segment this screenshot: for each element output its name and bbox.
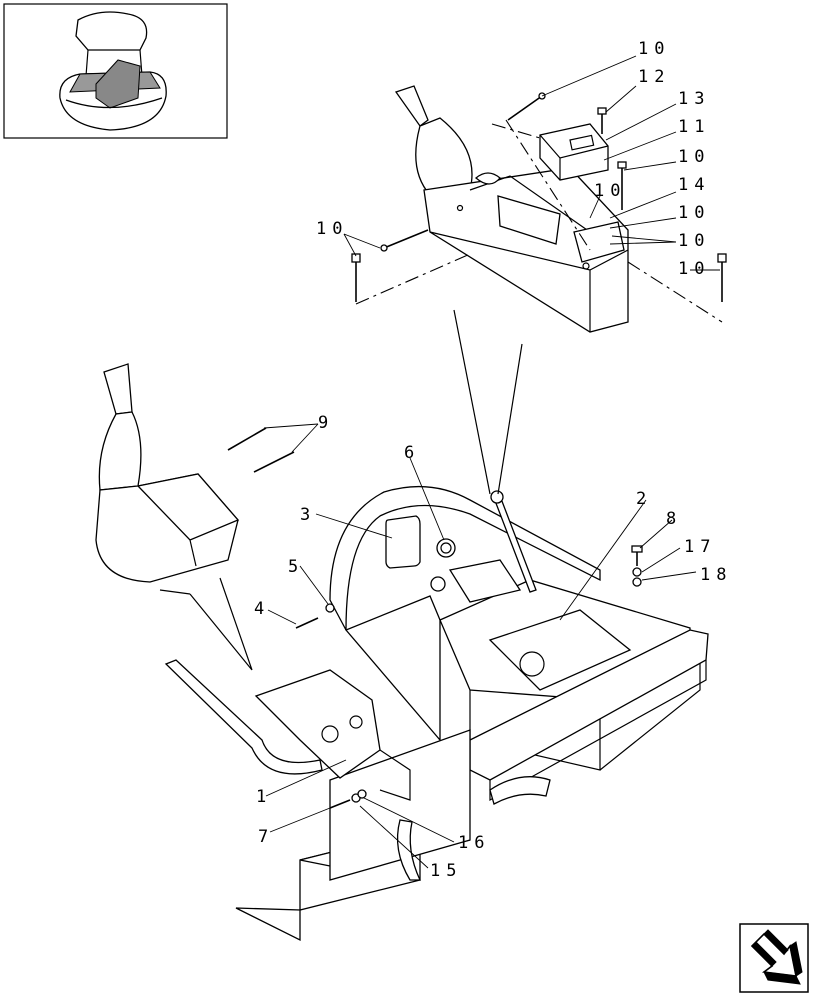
next-page-arrow-icon[interactable]: [739, 923, 809, 993]
callout-11: 10: [594, 181, 626, 201]
callout-13: 10: [678, 203, 710, 223]
callout-21: 18: [700, 565, 732, 585]
bolt-10-left-lower: [351, 253, 361, 302]
bolt-15: [597, 107, 607, 134]
callout-5: 5: [288, 557, 304, 577]
washer-5: [325, 603, 335, 613]
callout-10-right-upper: 10: [678, 147, 710, 167]
bolt-9-upper: [227, 427, 267, 451]
callout-7: 7: [258, 827, 274, 847]
main-frame-assembly: [159, 309, 709, 942]
bolt-10-right-upper: [617, 161, 627, 210]
bolt-4: [295, 617, 319, 629]
bolt-10-left-upper: [380, 229, 429, 252]
callout-2: 2: [636, 489, 652, 509]
callout-20: 17: [684, 537, 716, 557]
callout-12: 10: [678, 231, 710, 251]
upper-console-assembly: [351, 85, 727, 333]
callout-17: 14: [678, 175, 710, 195]
callout-10-top: 10: [638, 39, 670, 59]
leader-lines: [263, 55, 720, 869]
bolt-10-right-lower: [717, 253, 727, 302]
callout-15: 12: [638, 67, 670, 87]
left-console-assembly: [95, 363, 295, 583]
callout-16: 13: [678, 89, 710, 109]
callout-4: 4: [254, 599, 270, 619]
thumbnail-machine-icon: [59, 11, 167, 131]
callout-10-right-lower: 10: [678, 259, 710, 279]
plate-3: [385, 515, 421, 569]
bolt-9-lower: [253, 451, 295, 473]
callout-3: 3: [300, 505, 316, 525]
callout-6: 6: [404, 443, 420, 463]
callout-1: 1: [256, 787, 272, 807]
bolt-10-top: [507, 92, 546, 121]
callout-19: 16: [458, 833, 490, 853]
thumbnail-inset[interactable]: [3, 3, 228, 139]
callout-14: 11: [678, 117, 710, 137]
callout-8: 8: [666, 509, 682, 529]
callouts: 10 12 13 11 10 14 10 10 10 10 10 9 6 2 8…: [254, 39, 732, 881]
plug-6: [436, 538, 456, 558]
callout-9: 9: [318, 413, 334, 433]
callout-18: 15: [430, 861, 462, 881]
bolt-8: [631, 545, 643, 587]
callout-10-left: 10: [316, 219, 348, 239]
